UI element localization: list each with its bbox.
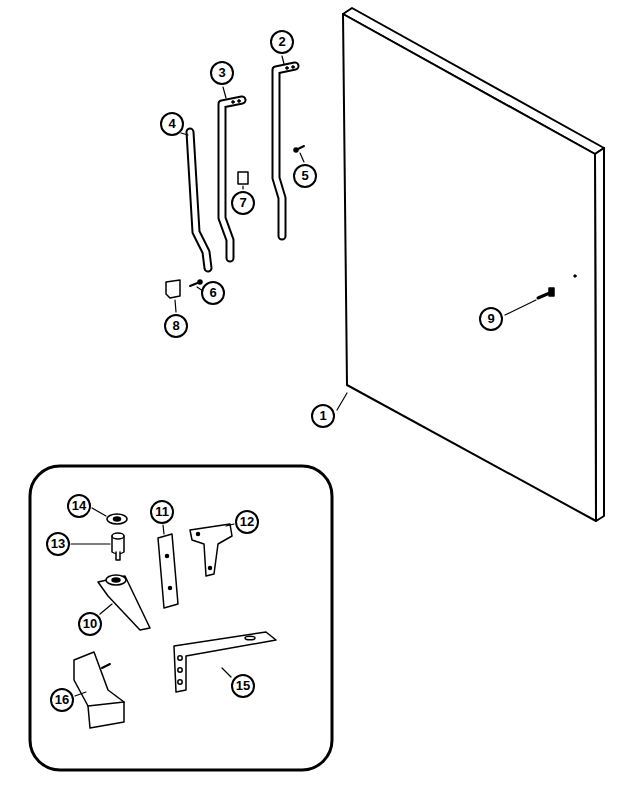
callout-number: 3 [210,61,234,85]
small-parts [166,146,554,298]
callout-number: 10 [78,612,102,636]
callout-number: 16 [50,688,74,712]
callout-number: 15 [231,674,255,698]
inset-parts [74,514,276,728]
callout-number: 8 [164,314,188,338]
callout-number: 11 [150,500,174,524]
callout-number: 5 [293,164,317,188]
callout-number: 14 [67,494,91,518]
inset-frame [30,466,332,770]
callout-number: 4 [160,112,184,136]
inset-leader-lines [71,508,234,696]
leader-lines [175,56,536,410]
callout-number: 2 [270,30,294,54]
callout-number: 6 [201,281,225,305]
hinge-strips [190,66,295,268]
door-panel [343,8,604,521]
callout-number: 7 [231,191,255,215]
callout-number: 9 [479,307,503,331]
callout-number: 13 [46,532,70,556]
callout-number: 1 [311,404,335,428]
callout-number: 12 [235,510,259,534]
hole [574,275,576,277]
